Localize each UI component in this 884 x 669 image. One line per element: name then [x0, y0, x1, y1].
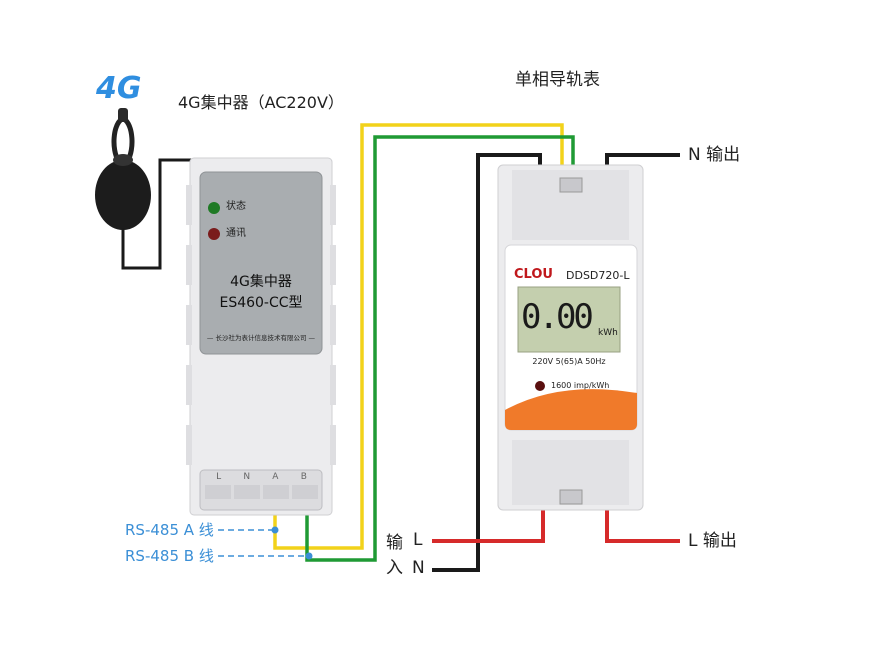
terminal-n: N: [243, 472, 251, 482]
wire-green-b: [305, 135, 575, 562]
input-n-label: N: [412, 558, 425, 578]
terminal-a: A: [272, 472, 279, 482]
antenna-icon: [95, 108, 151, 230]
meter-lcd: [517, 286, 621, 353]
pulse-led-icon: [535, 381, 545, 391]
status-led-icon: [208, 202, 220, 214]
comm-led-label: 通讯: [226, 228, 246, 239]
wire-red-l-out: [605, 505, 680, 543]
comm-led-icon: [208, 228, 220, 240]
concentrator-device: [186, 157, 336, 516]
meter-brand-logo: CLOU: [514, 267, 553, 282]
wire-yellow-a: [273, 123, 564, 550]
meter-model: DDSD720-L: [566, 269, 630, 282]
meter-caption: 单相导轨表: [515, 70, 600, 90]
rs485-a-label: RS-485 A 线: [125, 521, 214, 539]
l-output-label: L 输出: [688, 531, 737, 551]
meter-display-unit: kWh: [598, 328, 618, 338]
input-label-top: 输: [386, 533, 403, 553]
input-label-bottom: 入: [386, 558, 403, 578]
meter-device: [497, 164, 644, 511]
concentrator-model: ES460-CC型: [219, 295, 303, 311]
wire-red-l-in: [432, 505, 545, 543]
meter-display-value: 0.00: [521, 297, 594, 337]
status-led-label: 状态: [226, 201, 246, 212]
4g-logo: 4G: [96, 71, 142, 106]
concentrator-maker: — 长沙社为表计信息技术有限公司 —: [206, 334, 316, 342]
meter-pulse-constant: 1600 imp/kWh: [551, 381, 610, 390]
rs485-b-label: RS-485 B 线: [125, 547, 214, 565]
meter-rating: 220V 5(65)A 50Hz: [532, 357, 606, 366]
n-output-label: N 输出: [688, 145, 741, 165]
terminal-l: L: [216, 472, 222, 482]
concentrator-caption: 4G集中器（AC220V）: [178, 93, 344, 112]
terminal-b: B: [300, 472, 307, 482]
terminal-labels: L N A B: [205, 472, 318, 482]
wire-black-n-in: [432, 153, 542, 572]
input-l-label: L: [413, 530, 423, 550]
concentrator-name: 4G集中器: [230, 274, 292, 290]
